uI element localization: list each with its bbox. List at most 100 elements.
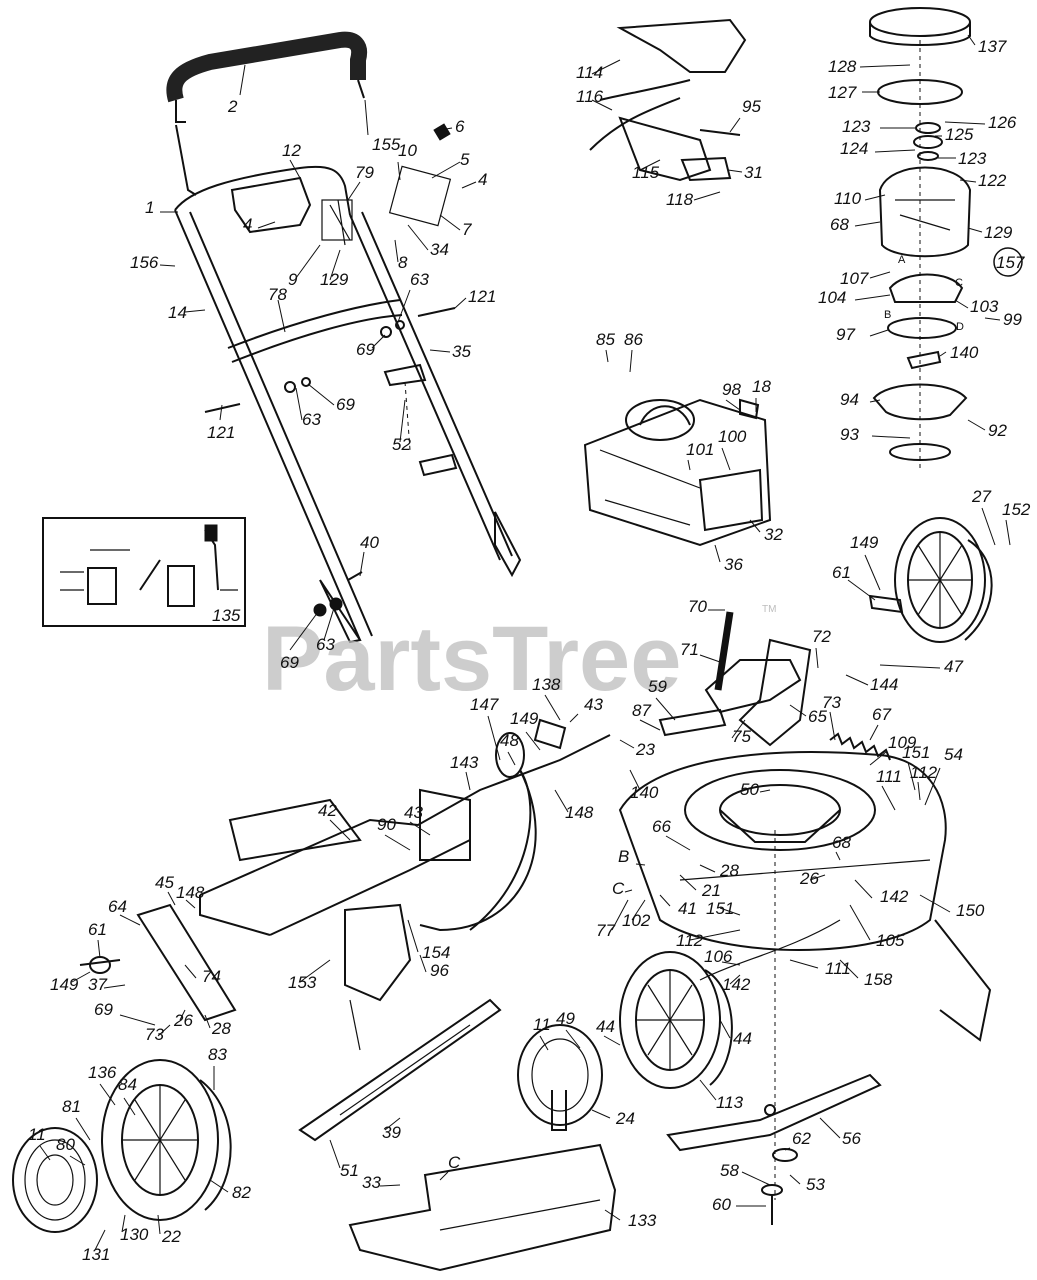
callout-143: 143: [450, 753, 479, 772]
callout-130: 130: [120, 1225, 149, 1244]
callout-69: 69: [94, 1000, 113, 1019]
leader-line-90: [384, 834, 411, 851]
leader-line-C: [624, 889, 633, 893]
callout-109: 109: [888, 733, 917, 752]
callout-23: 23: [635, 740, 655, 759]
handle-fasteners: [204, 307, 456, 617]
leader-line-10: [397, 161, 401, 181]
callout-72: 72: [812, 627, 831, 646]
callout-154: 154: [422, 943, 450, 962]
callout-73: 73: [145, 1025, 164, 1044]
callout-28: 28: [211, 1019, 231, 1038]
leader-line-110: [864, 194, 886, 201]
callout-18: 18: [752, 377, 771, 396]
leader-line-61: [97, 939, 101, 959]
callout-105: 105: [876, 931, 905, 950]
leader-line-111: [789, 959, 819, 969]
callout-153: 153: [288, 973, 317, 992]
leader-line-65: [789, 704, 807, 717]
callout-49: 49: [556, 1009, 575, 1028]
leader-line-122: [959, 179, 977, 183]
callout-42: 42: [318, 801, 337, 820]
leader-line-96: [419, 954, 427, 973]
callout-93: 93: [840, 425, 859, 444]
callout-104: 104: [818, 288, 846, 307]
callout-66: 66: [652, 817, 671, 836]
callout-116: 116: [576, 87, 604, 106]
callout-24: 24: [615, 1109, 635, 1128]
leader-line-48: [507, 751, 516, 766]
callout-B: B: [884, 309, 891, 321]
callout-85: 85: [596, 330, 615, 349]
callout-27: 27: [971, 487, 991, 506]
leader-line-68: [835, 851, 841, 861]
callout-28: 28: [719, 861, 739, 880]
leader-line-4: [461, 181, 477, 189]
callout-47: 47: [944, 657, 963, 676]
callout-52: 52: [392, 435, 411, 454]
callout-11: 11: [28, 1125, 46, 1144]
leader-line-31: [727, 169, 743, 173]
callout-142: 142: [880, 887, 909, 906]
callout-11: 11: [533, 1015, 551, 1034]
leader-line-152: [1005, 519, 1011, 546]
callout-64: 64: [108, 897, 127, 916]
callout-54: 54: [944, 745, 963, 764]
leader-line-63: [295, 387, 303, 421]
callout-63: 63: [410, 270, 429, 289]
callout-A: A: [898, 254, 906, 266]
leader-line-47: [879, 664, 941, 669]
leader-line-150: [919, 894, 951, 913]
callout-69: 69: [280, 653, 299, 672]
callout-36: 36: [724, 555, 743, 574]
leader-line-21: [679, 874, 697, 891]
leader-line-102: [631, 899, 646, 921]
leader-line-121: [454, 297, 467, 309]
callout-110: 110: [834, 189, 862, 208]
callout-9: 9: [288, 270, 298, 289]
blade-drive-stack: [869, 7, 972, 470]
leader-line-73: [829, 711, 836, 741]
callout-80: 80: [56, 1135, 75, 1154]
leader-line-129: [329, 249, 341, 281]
callout-83: 83: [208, 1045, 227, 1064]
mower-blade: [666, 830, 882, 1225]
leader-line-105: [849, 904, 871, 941]
leader-line-82: [209, 1179, 229, 1193]
leader-line-114: [591, 59, 621, 75]
leader-line-68: [854, 221, 881, 227]
callout-129: 129: [984, 223, 1013, 242]
rear-left-wheel: [619, 951, 733, 1089]
callout-10: 10: [398, 141, 417, 160]
callout-48: 48: [500, 731, 519, 750]
height-adjust-lever: [658, 611, 802, 737]
leader-line-148: [185, 899, 196, 909]
callout-100: 100: [718, 427, 747, 446]
callout-158: 158: [864, 970, 893, 989]
upper-handle-grip: [166, 31, 367, 196]
leader-line-4: [257, 221, 276, 229]
callout-39: 39: [382, 1123, 401, 1142]
leader-line-137: [967, 34, 976, 46]
callout-leaders: [39, 34, 1011, 1251]
leader-line-B: [635, 863, 646, 866]
front-left-wheel: [101, 1059, 232, 1221]
control-cable: [419, 769, 841, 981]
callout-151: 151: [902, 743, 930, 762]
callout-97: 97: [836, 325, 855, 344]
callout-99: 99: [1003, 310, 1022, 329]
leader-line-142: [729, 974, 741, 985]
callout-82: 82: [232, 1183, 251, 1202]
callout-43: 43: [404, 803, 423, 822]
callout-136: 136: [88, 1063, 117, 1082]
callout-112: 112: [676, 931, 704, 950]
callout-152: 152: [1002, 500, 1031, 519]
callout-123: 123: [958, 149, 987, 168]
callout-37: 37: [88, 975, 107, 994]
callout-56: 56: [842, 1129, 861, 1148]
leader-line-143: [465, 771, 471, 791]
leader-line-111: [881, 785, 896, 811]
callout-147: 147: [470, 695, 499, 714]
callout-35: 35: [452, 342, 471, 361]
callout-6: 6: [455, 117, 465, 136]
